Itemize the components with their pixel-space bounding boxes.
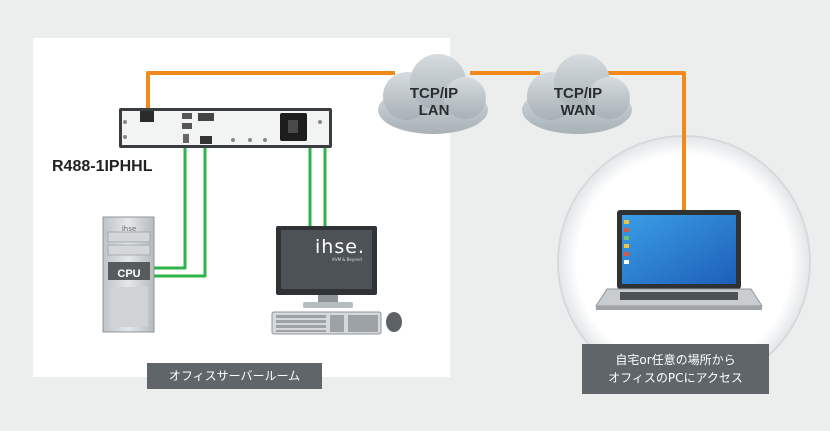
cloud-wan-line1: TCP/IP [553, 85, 603, 102]
remote-access-label: 自宅or任意の場所から オフィスのPCにアクセス [582, 344, 769, 394]
cloud-wan [522, 54, 632, 134]
monitor-brand-logo: ihse. [315, 236, 365, 258]
monitor [276, 226, 377, 308]
cpu-label: CPU [117, 268, 141, 280]
cloud-lan-line1: TCP/IP [409, 85, 459, 102]
monitor-tagline: KVM & Beyond [332, 257, 362, 262]
cloud-lan-label: TCP/IP LAN [389, 85, 479, 119]
remote-label-line2: オフィスのPCにアクセス [608, 371, 743, 385]
cpu-tower [102, 216, 155, 333]
remote-label-line1: 自宅or任意の場所から [615, 353, 736, 367]
device-model-label: R488-1IPHHL [52, 158, 153, 175]
office-label: オフィスサーバールーム [147, 363, 322, 389]
network-line [146, 71, 686, 214]
cpu-brand-logo: ihse [121, 225, 137, 233]
laptop [595, 210, 763, 310]
keyboard [271, 311, 382, 335]
office-label-text: オフィスサーバールーム [168, 369, 301, 383]
cloud-wan-label: TCP/IP WAN [533, 85, 623, 119]
cloud-lan-line2: LAN [418, 102, 450, 119]
cloud-lan [378, 54, 488, 134]
cloud-wan-line2: WAN [560, 102, 596, 119]
kvm-extender-device [119, 108, 332, 148]
mouse [386, 312, 402, 332]
